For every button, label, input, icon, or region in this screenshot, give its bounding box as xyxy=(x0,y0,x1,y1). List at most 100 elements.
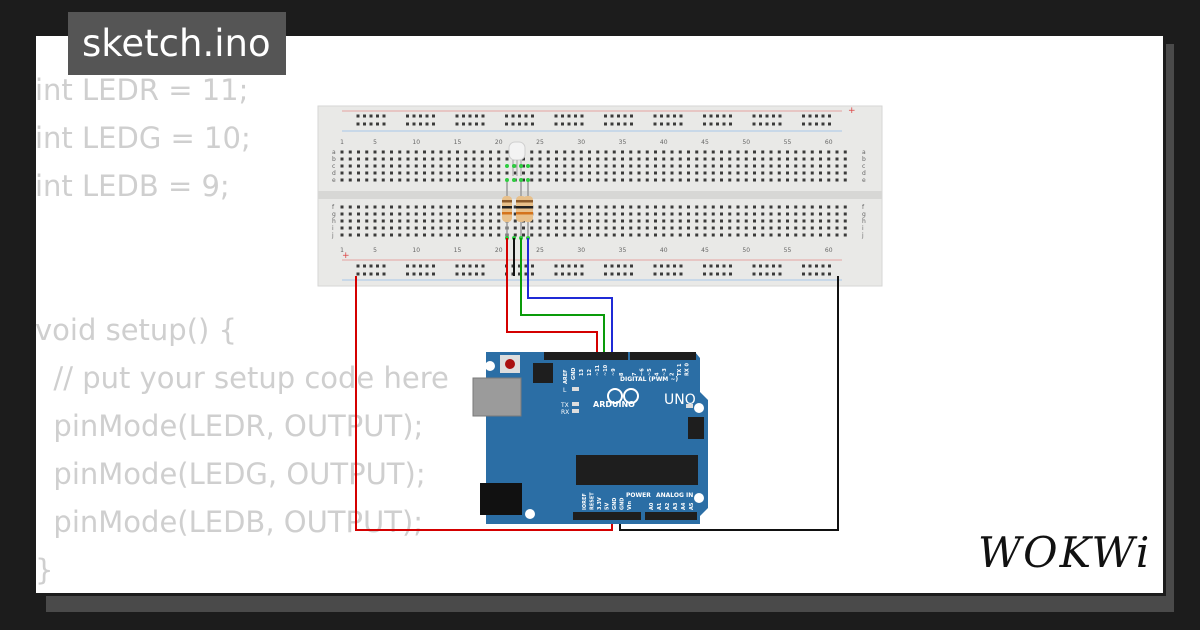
column-number: 15 xyxy=(454,247,462,254)
led-body xyxy=(508,141,526,161)
row-letter: i xyxy=(332,225,334,232)
row-letter: g xyxy=(862,211,866,218)
analog-label: ANALOG IN xyxy=(656,492,693,499)
code-line: void setup() { xyxy=(35,313,237,347)
column-number: 25 xyxy=(536,139,544,146)
column-number: 50 xyxy=(742,247,750,254)
column-number: 5 xyxy=(373,247,377,254)
row-letter: j xyxy=(861,232,864,239)
breadboard-center-channel xyxy=(318,191,882,199)
wire-red-led xyxy=(506,238,598,358)
icsp-header-1 xyxy=(533,363,553,383)
pin-label: A2 xyxy=(665,502,671,510)
pin-label: ~10 xyxy=(603,364,609,376)
column-number: 35 xyxy=(619,247,627,254)
wokwi-logo: WOKWi xyxy=(978,530,1150,576)
pin-label: GND xyxy=(620,498,626,510)
row-letter: h xyxy=(862,218,866,225)
row-letter: c xyxy=(862,163,865,170)
row-letter: j xyxy=(331,232,334,239)
column-number: 20 xyxy=(495,247,503,254)
column-number: 10 xyxy=(412,247,420,254)
row-letter: b xyxy=(862,156,866,163)
rail-plus-label-bottom: + xyxy=(342,251,350,261)
column-number: 55 xyxy=(784,247,792,254)
breadboard-holes xyxy=(340,114,847,276)
pin-label: ~3 xyxy=(662,368,668,376)
row-letter: c xyxy=(332,163,335,170)
row-letter: g xyxy=(332,211,336,218)
pin-label: 7 xyxy=(632,372,638,376)
column-number: 60 xyxy=(825,139,833,146)
usb-port xyxy=(472,377,522,417)
pin-label: 2 xyxy=(670,372,676,376)
row-letter: b xyxy=(332,156,336,163)
filename-tab[interactable]: sketch.ino xyxy=(68,12,286,75)
pin-label: 13 xyxy=(579,369,585,376)
column-number: 15 xyxy=(454,139,462,146)
column-number: 50 xyxy=(742,139,750,146)
pin-label: RX 0 xyxy=(685,363,691,376)
column-number: 40 xyxy=(660,139,668,146)
row-letter: e xyxy=(862,177,866,184)
analog-header xyxy=(645,512,697,520)
wokwi-logo-text: WOKWi xyxy=(978,528,1152,577)
pin-label: A4 xyxy=(681,502,687,510)
wire-green-led xyxy=(520,238,605,358)
pin-label: 12 xyxy=(587,369,593,376)
row-letter: f xyxy=(862,204,865,211)
pin-label: A0 xyxy=(649,502,655,510)
pin-label: GND xyxy=(612,498,618,510)
pin-label: A3 xyxy=(673,502,679,510)
mount-hole xyxy=(485,361,495,371)
resistor-3[interactable] xyxy=(523,182,533,236)
power-label: POWER xyxy=(626,492,651,499)
rail-plus-label: + xyxy=(848,106,856,116)
column-number: 5 xyxy=(373,139,377,146)
row-letter: d xyxy=(862,170,866,177)
code-line: int LEDG = 10; xyxy=(35,121,251,155)
code-line: pinMode(LEDB, OUTPUT); xyxy=(35,505,424,539)
row-letter: h xyxy=(332,218,336,225)
code-line: int LEDR = 11; xyxy=(35,73,249,107)
row-letter: a xyxy=(862,149,866,156)
pin-label: A5 xyxy=(689,502,695,510)
row-letter: f xyxy=(332,204,335,211)
brand-label: ARDUINO xyxy=(593,400,635,409)
code-line: // put your setup code here xyxy=(35,361,449,395)
column-number: 20 xyxy=(495,139,503,146)
row-letter: e xyxy=(332,177,336,184)
column-number: 30 xyxy=(577,247,585,254)
column-number: 25 xyxy=(536,247,544,254)
pin-label: ~11 xyxy=(595,364,601,376)
pin-label: IOREF xyxy=(582,493,588,510)
pin-label: A1 xyxy=(657,502,663,510)
resistor-1[interactable] xyxy=(502,182,512,236)
icsp-header-2 xyxy=(688,417,704,439)
row-letter: a xyxy=(332,149,336,156)
pin-label: ~6 xyxy=(640,368,646,376)
arduino-uno[interactable]: ARDUINO UNO DIGITAL (PWM ~) POWER ANALOG… xyxy=(472,352,719,524)
digital-header-2 xyxy=(630,352,696,360)
column-number: 45 xyxy=(701,247,709,254)
pin-label: Vin xyxy=(627,501,633,510)
on-label: ON xyxy=(710,404,719,411)
l-led-label: L xyxy=(563,387,567,394)
column-number: 10 xyxy=(412,139,420,146)
pin-label: RESET xyxy=(590,492,596,510)
column-number: 1 xyxy=(340,247,344,254)
tx-led-label: TX xyxy=(560,402,569,409)
pin-label: ~9 xyxy=(611,368,617,376)
column-number: 60 xyxy=(825,247,833,254)
code-line: int LEDB = 9; xyxy=(35,169,230,203)
pin-label: GND xyxy=(571,368,577,380)
power-jack xyxy=(480,483,522,515)
code-line: } xyxy=(35,553,54,587)
pin-label: AREF xyxy=(563,369,569,384)
pin-label: 4 xyxy=(655,372,661,376)
